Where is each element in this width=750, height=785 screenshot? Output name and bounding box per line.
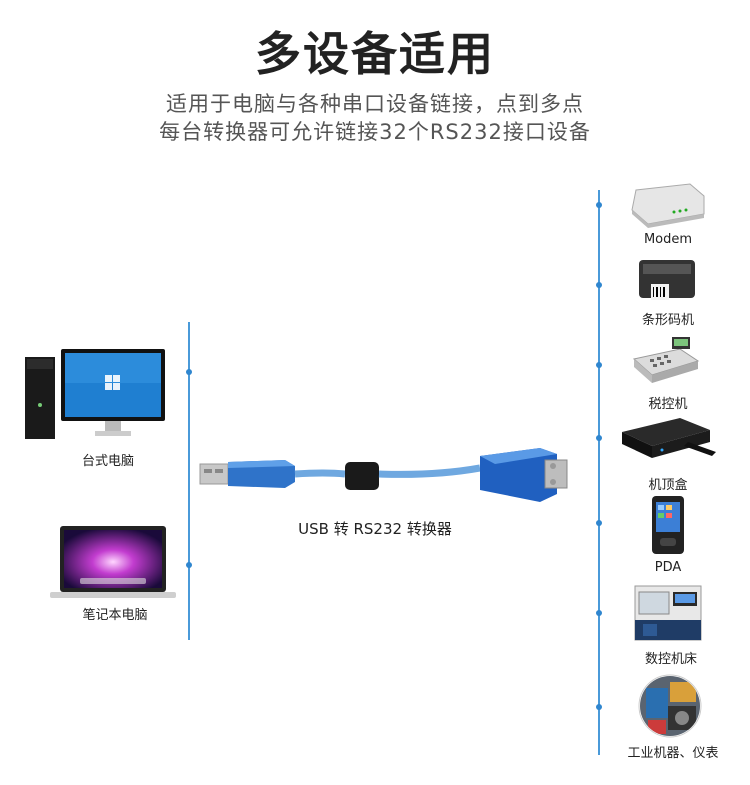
subtitle-line-1: 适用于电脑与各种串口设备链接，点到多点 (166, 92, 584, 116)
modem-label: Modem (643, 232, 693, 247)
barcode-printer-icon (635, 254, 699, 308)
usb-rs232-cable-icon (195, 446, 580, 520)
pda-icon (650, 496, 686, 558)
tax-register-label: 税控机 (648, 397, 688, 412)
left-connector-line (188, 322, 190, 640)
cnc-machine-icon (633, 584, 703, 646)
industrial-instrument-icon (638, 674, 702, 742)
laptop-label: 笔记本电脑 (82, 608, 148, 623)
cnc-machine-label: 数控机床 (644, 652, 697, 667)
subtitle-line-2: 每台转换器可允许链接32个RS232接口设备 (159, 120, 591, 144)
right-connector-dot (596, 435, 602, 441)
cable-label: USB 转 RS232 转换器 (298, 520, 452, 538)
right-connector-line (598, 190, 600, 755)
page-title: 多设备适用 (255, 27, 495, 81)
right-connector-dot (596, 362, 602, 368)
laptop-icon (48, 526, 178, 605)
left-connector-dot (186, 562, 192, 568)
right-connector-dot (596, 282, 602, 288)
barcode-printer-label: 条形码机 (641, 313, 694, 328)
pda-label: PDA (654, 560, 682, 575)
subtitle: 适用于电脑与各种串口设备链接，点到多点 每台转换器可允许链接32个RS232接口… (0, 90, 750, 146)
desktop-computer-icon (25, 345, 170, 444)
set-top-box-icon (618, 414, 718, 468)
desktop-computer-label: 台式电脑 (81, 454, 134, 469)
right-connector-dot (596, 610, 602, 616)
modem-icon (630, 182, 706, 232)
tax-register-icon (630, 335, 700, 391)
industrial-instrument-label: 工业机器、仪表 (627, 746, 719, 761)
set-top-box-label: 机顶盒 (648, 478, 688, 493)
right-connector-dot (596, 520, 602, 526)
right-connector-dot (596, 704, 602, 710)
left-connector-dot (186, 369, 192, 375)
right-connector-dot (596, 202, 602, 208)
